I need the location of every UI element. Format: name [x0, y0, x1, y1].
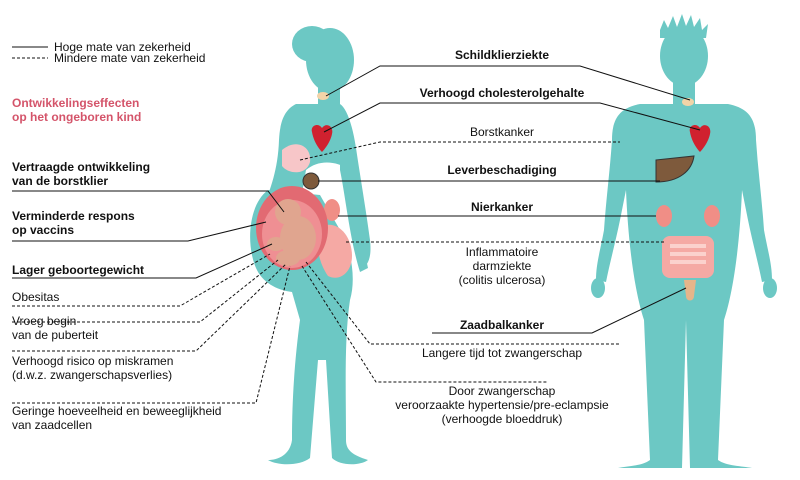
- male-figure: [591, 14, 777, 468]
- label-pregnancy-time: Langere tijd tot zwangerschap: [421, 346, 583, 360]
- connectors: [12, 65, 701, 404]
- label-obesity: Obesitas: [12, 290, 60, 304]
- female-organs: [256, 92, 352, 278]
- breast-dev-line-2: van de borstklier: [12, 174, 109, 188]
- male-intestine: [662, 236, 714, 278]
- section-title-line-2: op het ongeboren kind: [12, 110, 142, 124]
- label-thyroid: Schildklierziekte: [454, 48, 550, 62]
- colitis-line-2: darmziekte: [472, 259, 532, 273]
- female-liver: [302, 172, 320, 190]
- label-colitis: Inflammatoire darmziekte (colitis ulcero…: [459, 245, 546, 287]
- label-miscarriage: Verhoogd risico op miskramen (d.w.z. zwa…: [12, 354, 173, 382]
- section-title-line-1: Ontwikkelingseffecten: [12, 96, 140, 110]
- female-heart: [311, 125, 333, 152]
- male-testis: [684, 280, 696, 301]
- label-birthweight: Lager geboortegewicht: [12, 263, 145, 277]
- label-breast-development: Vertraagde ontwikkeling van de borstklie…: [12, 160, 150, 188]
- male-heart: [689, 125, 711, 152]
- breast-dev-line-1: Vertraagde ontwikkeling: [12, 160, 151, 174]
- legend-dashed-label: Mindere mate van zekerheid: [54, 51, 206, 65]
- section-title: Ontwikkelingseffecten op het ongeboren k…: [12, 96, 141, 124]
- vaccine-line-2: op vaccins: [12, 223, 75, 237]
- label-testicular: Zaadbalkanker: [459, 318, 545, 332]
- male-liver: [655, 155, 695, 183]
- vaccine-line-1: Verminderde respons: [12, 209, 135, 223]
- female-kidney: [324, 199, 340, 221]
- sperm-line-1: Geringe hoeveelheid en beweeglijkheid: [12, 404, 222, 418]
- male-kidney-left: [656, 205, 672, 227]
- label-puberty: Vroeg begin van de puberteit: [12, 314, 98, 342]
- male-organs: [655, 98, 720, 301]
- puberty-line-2: van de puberteit: [12, 328, 99, 342]
- female-thyroid: [317, 92, 329, 100]
- female-breast: [282, 144, 311, 173]
- hypertension-line-2: veroorzaakte hypertensie/pre-eclampsie: [395, 398, 609, 412]
- colitis-line-1: Inflammatoire: [465, 245, 539, 259]
- label-breast-cancer: Borstkanker: [469, 125, 535, 139]
- label-liver: Leverbeschadiging: [447, 163, 557, 177]
- miscarriage-line-2: (d.w.z. zwangerschapsverlies): [12, 368, 173, 382]
- label-vaccine-response: Verminderde respons op vaccins: [12, 209, 135, 237]
- miscarriage-line-1: Verhoogd risico op miskramen: [12, 354, 174, 368]
- colitis-line-3: (colitis ulcerosa): [458, 273, 546, 287]
- label-sperm: Geringe hoeveelheid en beweeglijkheid va…: [12, 404, 221, 432]
- legend-solid-label: Hoge mate van zekerheid: [54, 40, 191, 54]
- sperm-line-2: van zaadcellen: [12, 418, 93, 432]
- fetus: [267, 199, 316, 266]
- puberty-line-1: Vroeg begin: [12, 314, 77, 328]
- label-cholesterol: Verhoogd cholesterolgehalte: [419, 86, 585, 100]
- label-hypertension: Door zwangerschap veroorzaakte hypertens…: [395, 384, 608, 426]
- male-kidney-right: [704, 205, 720, 227]
- male-thyroid: [682, 98, 694, 106]
- label-kidney: Nierkanker: [470, 200, 534, 214]
- hypertension-line-1: Door zwangerschap: [448, 384, 556, 398]
- hypertension-line-3: (verhoogde bloeddruk): [441, 412, 563, 426]
